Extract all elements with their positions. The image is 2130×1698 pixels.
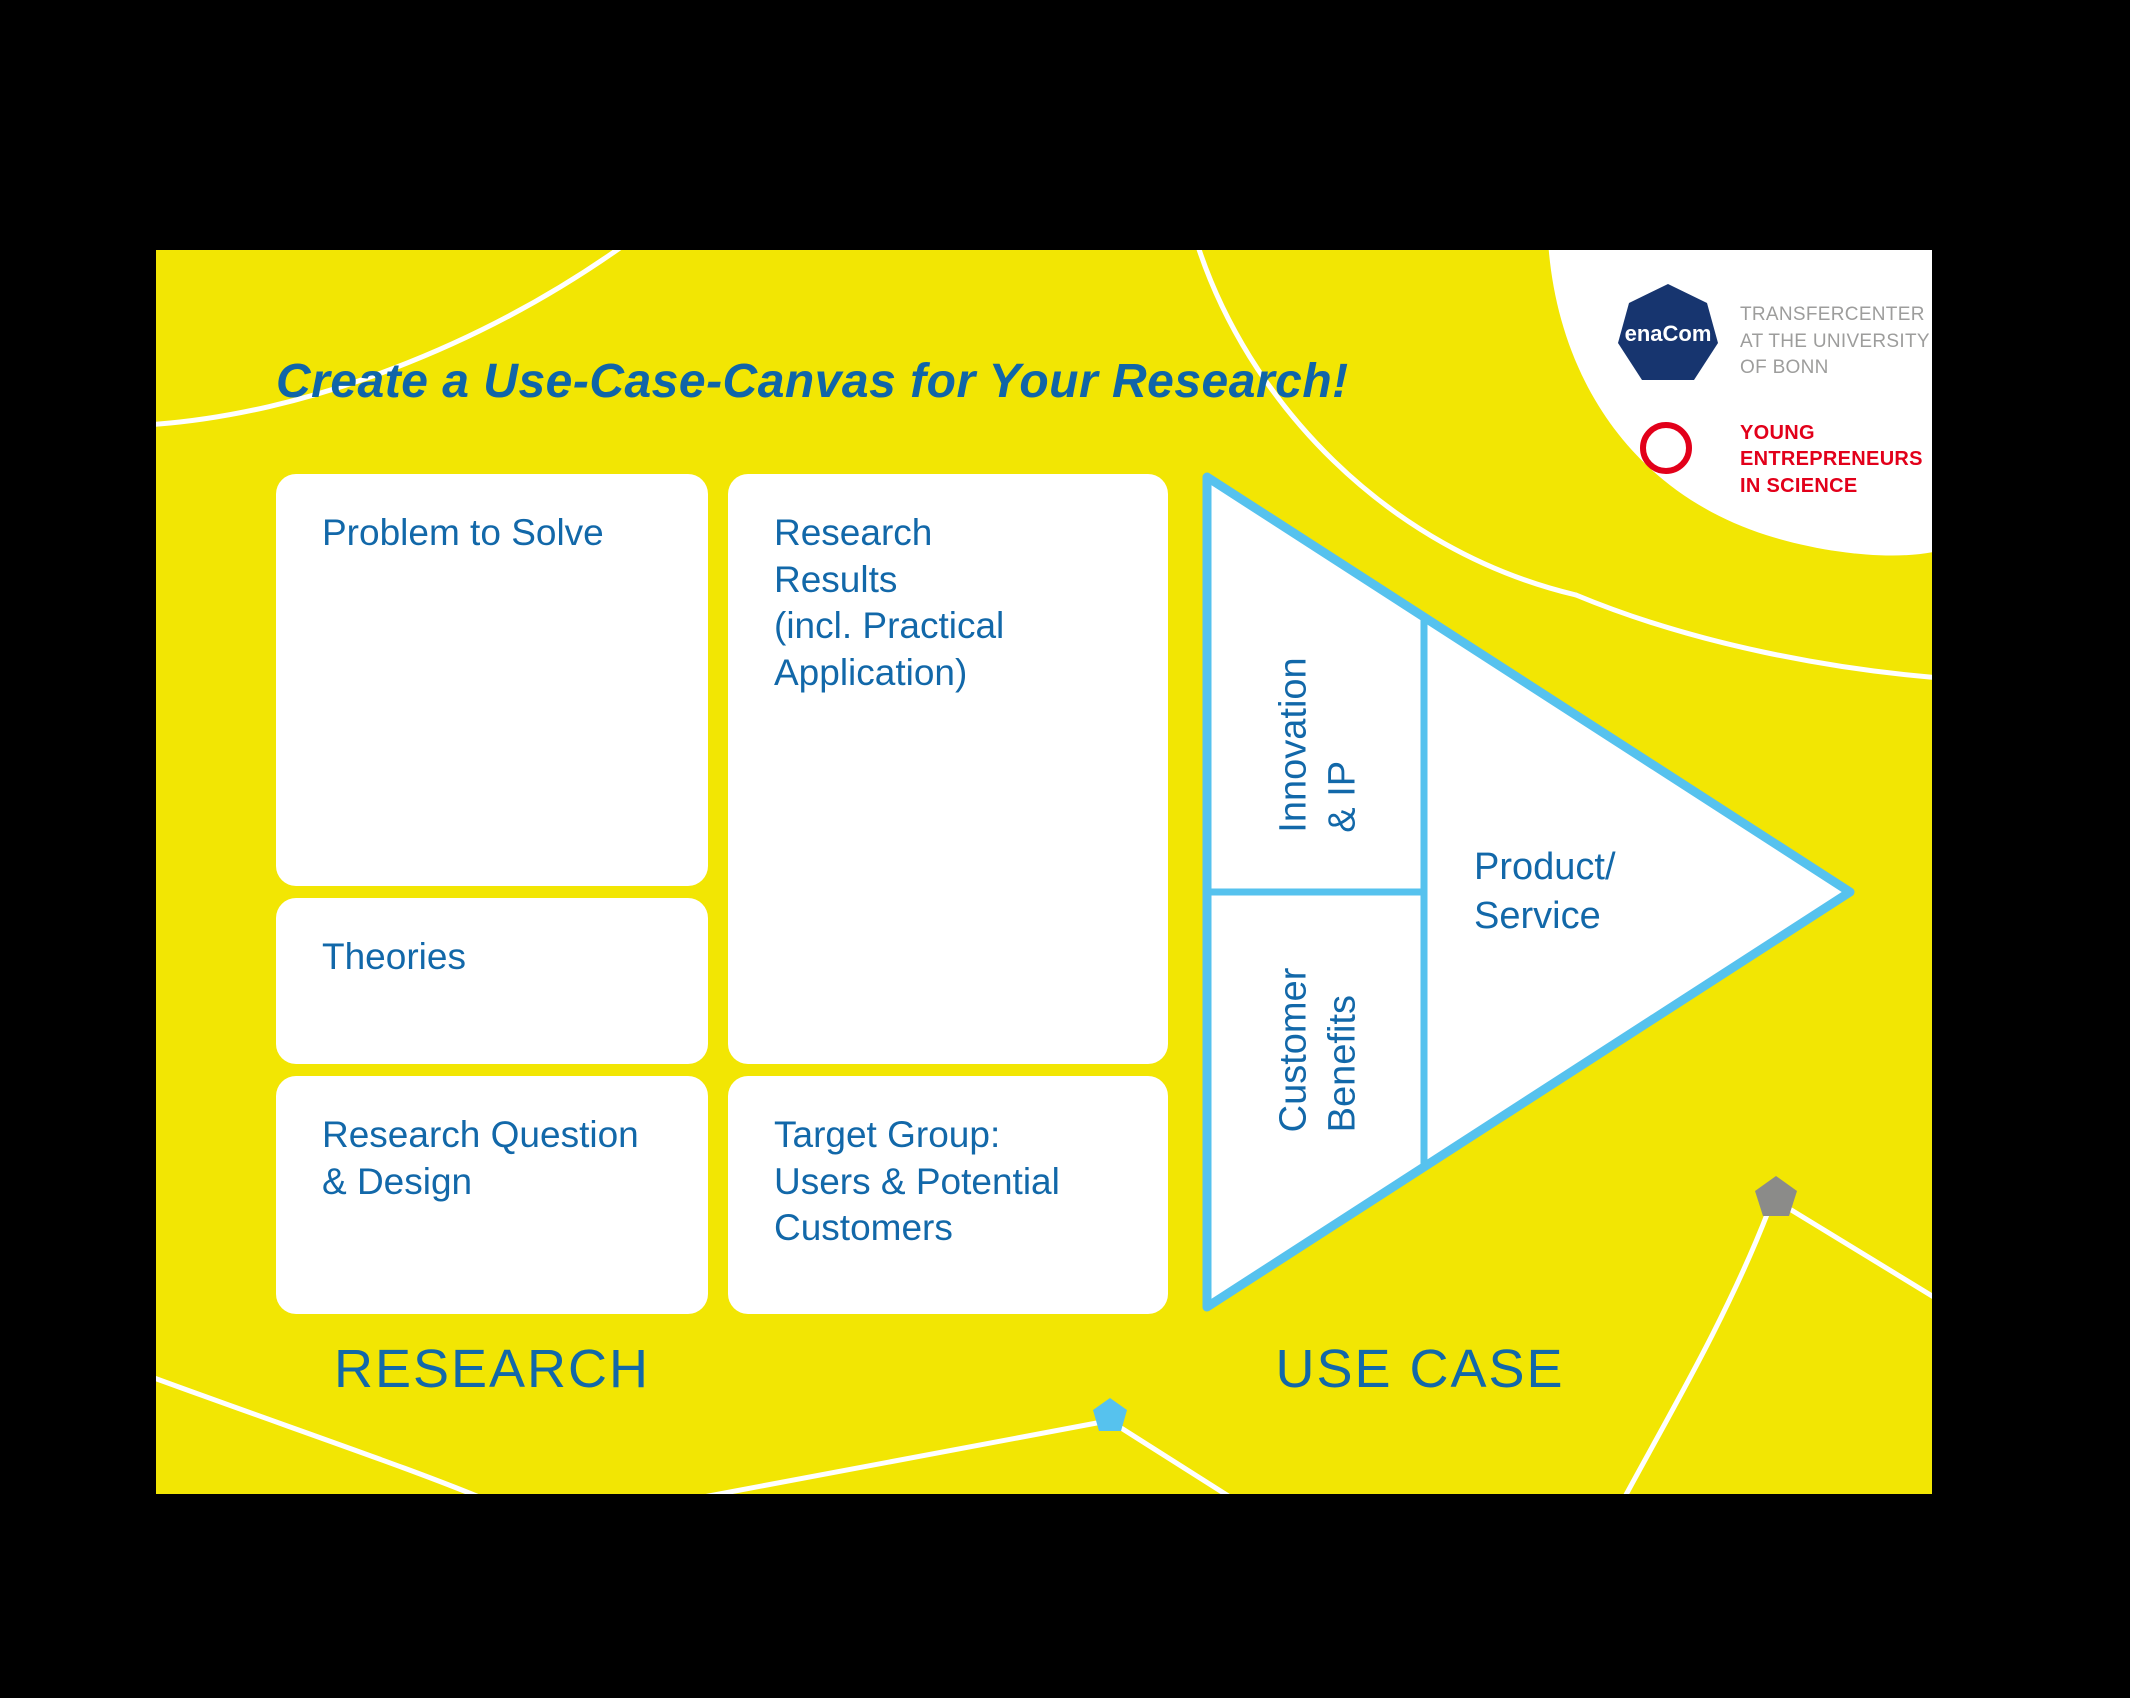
slide: Create a Use-Case-Canvas for Your Resear… (156, 250, 1932, 1494)
label-product-service: Product/ Service (1474, 846, 1616, 937)
yes-circle-icon (1640, 422, 1692, 474)
node-pentagon-blue (1093, 1398, 1127, 1431)
canvas-title: Create a Use-Case-Canvas for Your Resear… (276, 355, 1349, 408)
yes-text: YOUNG ENTREPRENEURS IN SCIENCE (1740, 422, 1923, 497)
section-label-use-case: USE CASE (1275, 1339, 1565, 1399)
network-line (1115, 1423, 1230, 1494)
card-research-results: Research Results (incl. Practical Applic… (728, 474, 1168, 1064)
card-research-question: Research Question & Design (276, 1076, 708, 1314)
network-line (156, 1375, 479, 1494)
label-innovation-ip: Innovation & IP (1272, 657, 1363, 833)
network-line (1785, 1205, 1932, 1299)
transfercenter-text: TRANSFERCENTER AT THE UNIVERSITY OF BONN (1740, 304, 1930, 379)
triangle-diagram (1202, 472, 1855, 1312)
card-problem-to-solve: Problem to Solve (276, 474, 708, 886)
card-theories: Theories (276, 898, 708, 1064)
node-pentagon-gray (1755, 1176, 1797, 1216)
network-line (156, 250, 622, 427)
network-line (1196, 250, 1579, 598)
card-target-group: Target Group: Users & Potential Customer… (728, 1076, 1168, 1314)
label-customer-benefits: Customer Benefits (1272, 967, 1363, 1133)
network-line (1573, 592, 1932, 680)
section-label-research: RESEARCH (333, 1339, 651, 1399)
enacom-logo-text: enaCom (1624, 321, 1712, 346)
network-line (705, 1419, 1105, 1494)
network-line (1623, 1209, 1771, 1494)
